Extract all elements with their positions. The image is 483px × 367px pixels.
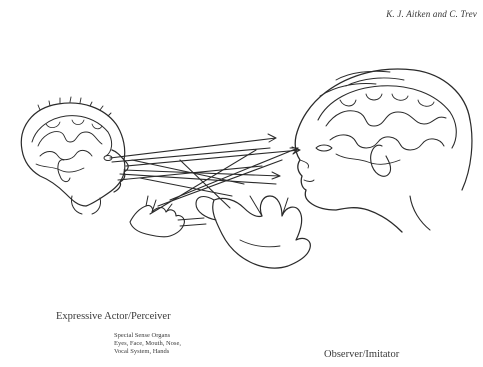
observer-label: Observer/Imitator [324,349,399,360]
observer-head [295,69,472,232]
actor-head [21,97,128,214]
interaction-lines [110,134,300,214]
observer-hand [196,196,310,268]
sense-organs-line: Special Sense Organs [114,332,234,340]
sense-organs-line: Vocal System, Hands [114,348,234,356]
actor-label: Expressive Actor/Perceiver [56,311,171,322]
sense-organs-line: Eyes, Face, Mouth, Nose, [114,340,234,348]
sense-organs-caption: Special Sense Organs Eyes, Face, Mouth, … [114,332,234,356]
actor-observer-illustration [0,0,483,300]
